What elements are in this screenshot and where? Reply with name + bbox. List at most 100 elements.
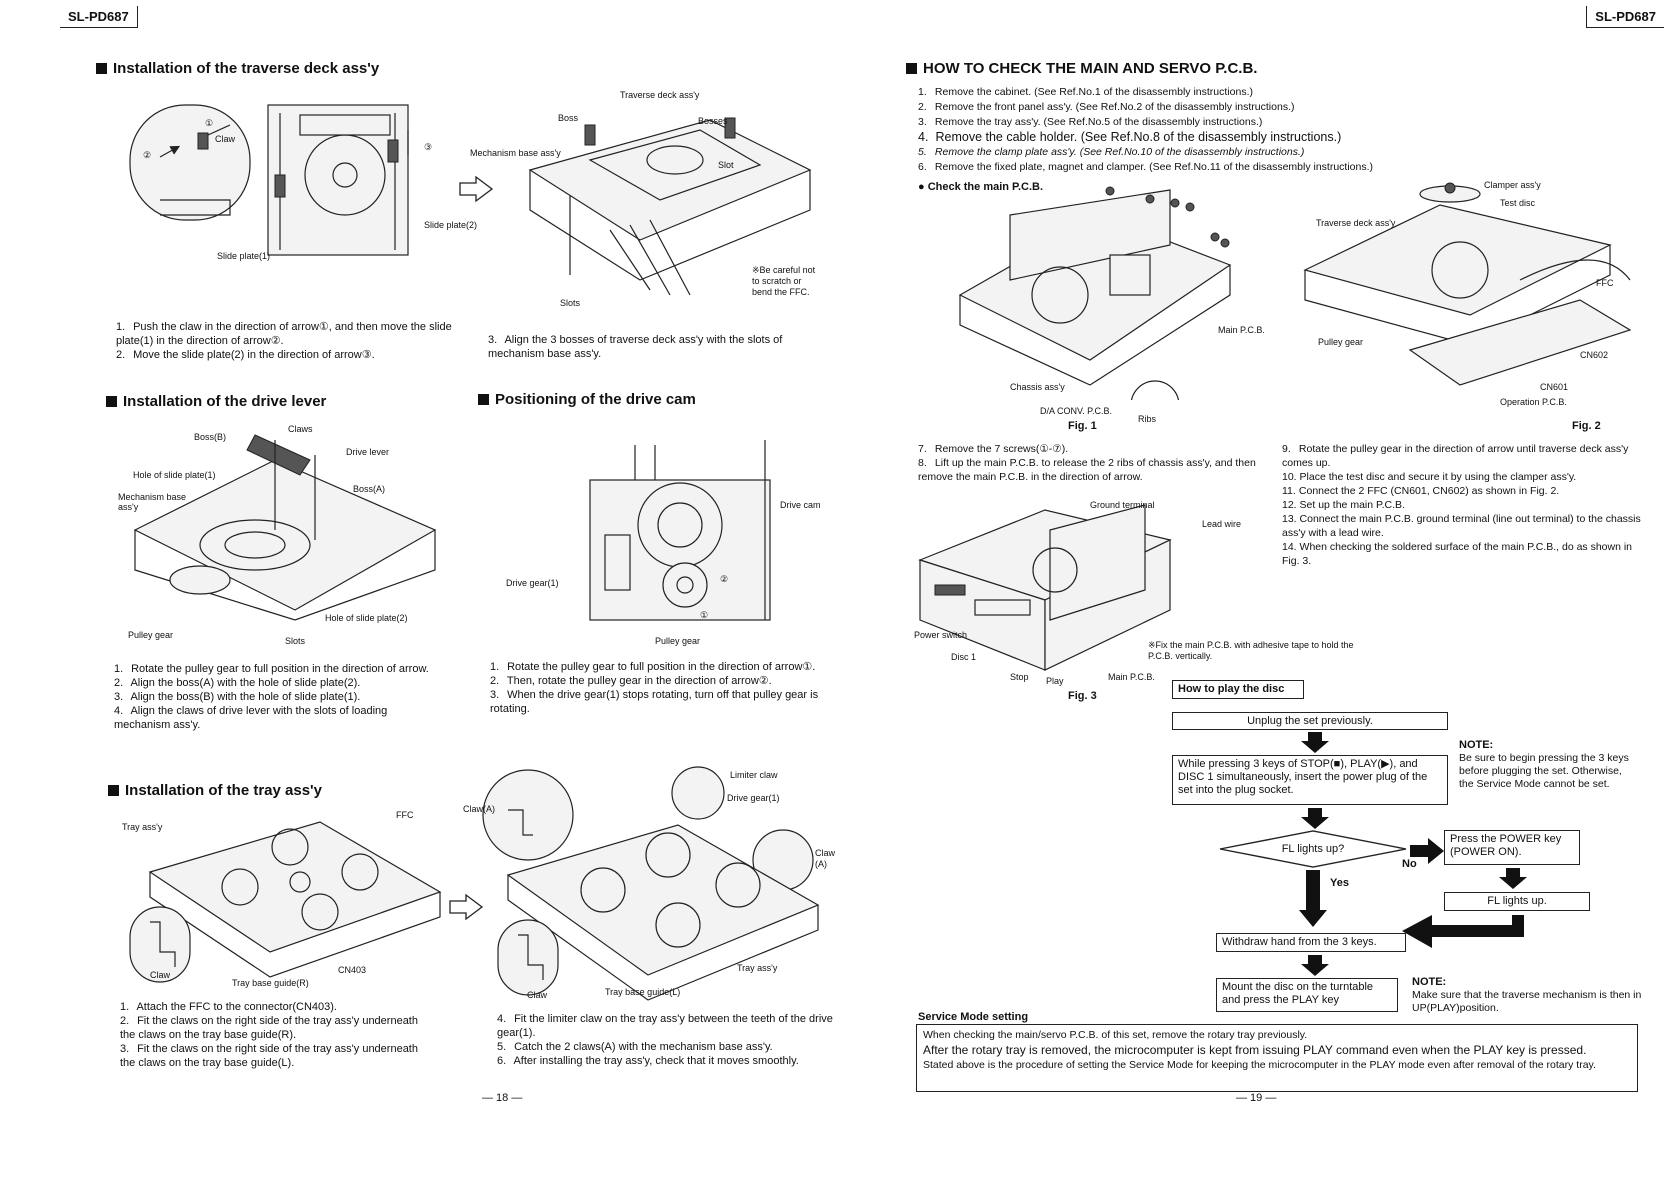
label-clamper: Clamper ass'y — [1484, 180, 1541, 190]
step: 2. Align the boss(A) with the hole of sl… — [114, 677, 361, 689]
step: 3. Align the 3 bosses of traverse deck a… — [488, 334, 783, 360]
service-line2: After the rotary tray is removed, the mi… — [923, 1043, 1587, 1057]
page-number-right: — 19 — — [1236, 1092, 1277, 1104]
step: 2. Remove the front panel ass'y. (See Re… — [918, 101, 1295, 113]
label-disc1: Disc 1 — [951, 652, 977, 662]
label-circle1: ① — [205, 118, 214, 128]
flow-yes: Yes — [1330, 877, 1349, 889]
flow-note2: Make sure that the traverse mechanism is… — [1412, 989, 1642, 1014]
fig2-illustration — [1303, 182, 1632, 386]
traverse-title: Installation of the traverse deck ass'y — [113, 60, 380, 77]
flow-note: Be sure to begin pressing the 3 keys bef… — [1459, 752, 1629, 790]
step: 1. Rotate the pulley gear to full positi… — [490, 661, 816, 673]
right-arrow-icon — [449, 893, 484, 921]
label-slide-plate1: Slide plate(1) — [217, 251, 271, 261]
flow-title: How to play the disc — [1172, 680, 1304, 699]
label-main-pcb-fig3: Main P.C.B. — [1108, 672, 1155, 682]
label-ffc-note: ※Be careful not to scratch or bend the F… — [752, 265, 816, 297]
label-c2: ② — [720, 574, 729, 584]
label-slots: Slots — [285, 636, 306, 646]
step: 1. Push the claw in the direction of arr… — [116, 321, 452, 347]
flow-while: While pressing 3 keys of STOP(■), PLAY(▶… — [1172, 755, 1448, 805]
label-fig3-note: ※Fix the main P.C.B. with adhesive tape … — [1148, 640, 1354, 661]
drive-lever-steps: 1. Rotate the pulley gear to full positi… — [114, 662, 444, 732]
flow-fl-lights-up: FL lights up. — [1444, 892, 1590, 911]
down-arrow-icon — [1499, 868, 1527, 889]
flow-mount: Mount the disc on the turntable and pres… — [1216, 978, 1398, 1012]
step: 5. Catch the 2 claws(A) with the mechani… — [497, 1041, 773, 1053]
traverse-steps-b: 3. Align the 3 bosses of traverse deck a… — [488, 333, 828, 361]
main-servo-steps-right: 9. Rotate the pulley gear in the directi… — [1282, 442, 1642, 568]
label-hole1: Hole of slide plate(1) — [133, 470, 216, 480]
service-mode-title: Service Mode setting — [918, 1011, 1029, 1023]
label-pulley-gear: Pulley gear — [655, 636, 701, 646]
label-play: Play — [1046, 676, 1064, 686]
label-cn601: CN601 — [1540, 382, 1569, 392]
main-servo-heading: HOW TO CHECK THE MAIN AND SERVO P.C.B. — [906, 60, 1257, 77]
label-claw2: Claw — [527, 990, 548, 1000]
drive-cam-heading: Positioning of the drive cam — [478, 391, 696, 408]
label-circle3: ③ — [424, 142, 433, 152]
step: 2. Move the slide plate(2) in the direct… — [116, 349, 375, 361]
label-lead-wire: Lead wire — [1202, 519, 1242, 529]
heading-square-icon — [108, 785, 119, 796]
label-boss-a: Boss(A) — [353, 484, 386, 494]
tray-title: Installation of the tray ass'y — [125, 782, 322, 799]
step: 2. Then, rotate the pulley gear in the d… — [490, 675, 772, 687]
label-slot: Slot — [718, 160, 734, 170]
label-operation-pcb: Operation P.C.B. — [1500, 397, 1567, 407]
step: 3. Fit the claws on the right side of th… — [120, 1043, 418, 1069]
step: 7. Remove the 7 screws(①-⑦). — [918, 443, 1069, 455]
label-slide-plate2: Slide plate(2) — [424, 220, 478, 230]
label-traverse: Traverse deck ass'y — [1316, 218, 1396, 228]
fig3-caption: Fig. 3 — [1068, 690, 1097, 702]
label-drive-cam: Drive cam — [780, 500, 821, 510]
flow-note-title: NOTE: — [1459, 739, 1494, 751]
flow-withdraw: Withdraw hand from the 3 keys. — [1216, 933, 1406, 952]
step: 11. Connect the 2 FFC (CN601, CN602) as … — [1282, 485, 1560, 497]
flow-unplug: Unplug the set previously. — [1172, 712, 1448, 730]
label-boss-b: Boss(B) — [194, 432, 227, 442]
down-arrow-icon — [1301, 808, 1329, 829]
down-arrow-icon — [1301, 732, 1329, 753]
label-da-conv: D/A CONV. P.C.B. — [1040, 406, 1113, 416]
service-line1: When checking the main/servo P.C.B. of t… — [923, 1029, 1308, 1041]
label-test-disc: Test disc — [1500, 198, 1536, 208]
step: 3. When the drive gear(1) stops rotating… — [490, 689, 819, 715]
step: 4. Fit the limiter claw on the tray ass'… — [497, 1013, 833, 1039]
label-slots: Slots — [560, 298, 581, 308]
main-servo-steps-top: 1. Remove the cabinet. (See Ref.No.1 of … — [918, 85, 1538, 175]
tray-illustration-b — [482, 766, 820, 1001]
step: 4. Align the claws of drive lever with t… — [114, 705, 388, 731]
label-pulley: Pulley gear — [1318, 337, 1364, 347]
service-mode-box: When checking the main/servo P.C.B. of t… — [916, 1024, 1638, 1092]
step: 3. Remove the tray ass'y. (See Ref.No.5 … — [918, 116, 1263, 128]
label-ribs: Ribs — [1138, 414, 1157, 424]
label-ground-terminal: Ground terminal — [1090, 500, 1155, 510]
flow-press-power: Press the POWER key (POWER ON). — [1444, 830, 1580, 865]
fig1-illustration — [958, 186, 1232, 400]
label-chassis: Chassis ass'y — [1010, 382, 1065, 392]
label-claw-a2: Claw (A) — [815, 848, 836, 869]
fig1-caption: Fig. 1 — [1068, 420, 1097, 432]
right-arrow-black-icon — [1410, 838, 1444, 864]
tray-heading: Installation of the tray ass'y — [108, 782, 322, 799]
step: 9. Rotate the pulley gear in the directi… — [1282, 443, 1629, 469]
label-drive-gear1: Drive gear(1) — [727, 793, 780, 803]
flow-decision-diamond — [1219, 830, 1407, 868]
step: 4. Remove the cable holder. (See Ref.No.… — [918, 130, 1342, 144]
left-arrow-black-icon — [1402, 915, 1524, 948]
drive-lever-heading: Installation of the drive lever — [106, 393, 326, 410]
label-traverse-deck: Traverse deck ass'y — [620, 90, 700, 100]
label-claw-a: Claw(A) — [463, 804, 496, 814]
label-tray-assy2: Tray ass'y — [737, 963, 778, 973]
flow-note2-title: NOTE: — [1412, 976, 1447, 988]
label-drive-lever: Drive lever — [346, 447, 390, 457]
label-tray-base-r: Tray base guide(R) — [232, 978, 309, 988]
label-pulley-gear: Pulley gear — [128, 630, 174, 640]
model-tag-right: SL-PD687 — [1586, 6, 1664, 28]
drive-cam-illustration — [589, 440, 771, 621]
label-hole2: Hole of slide plate(2) — [325, 613, 408, 623]
label-circle2: ② — [143, 150, 152, 160]
step: 1. Attach the FFC to the connector(CN403… — [120, 1001, 337, 1013]
